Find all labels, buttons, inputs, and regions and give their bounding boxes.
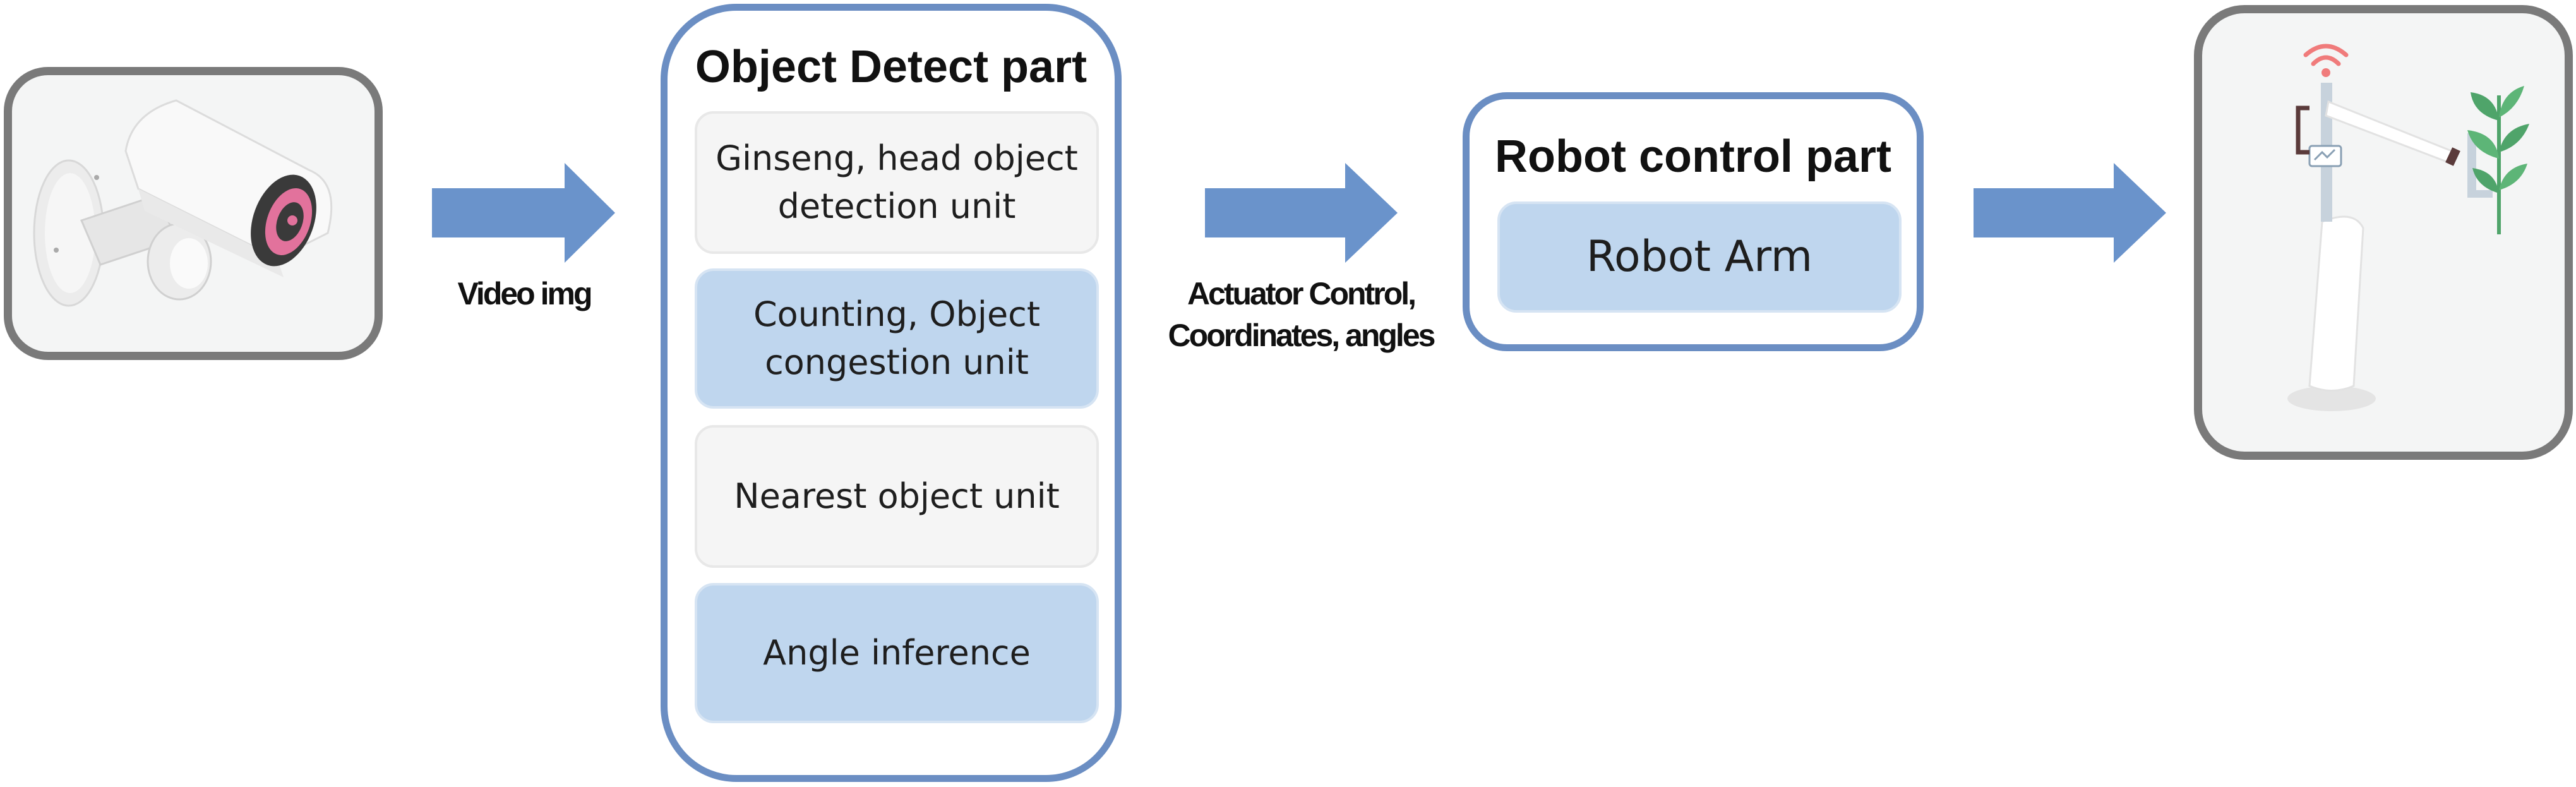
detection-unit-line-2: detection unit: [777, 186, 1016, 226]
output-label: Actuator Control, Coordinates, angles: [1149, 273, 1453, 356]
robot-arm-icon: [2287, 83, 2493, 411]
counting-unit-line-2: congestion unit: [765, 342, 1029, 382]
input-label: Video img: [457, 276, 592, 311]
output-label-line-1: Actuator Control,: [1187, 276, 1417, 311]
detection-unit-line-1: Ginseng, head object: [716, 138, 1078, 178]
robot-arm-unit: Robot Arm: [1497, 201, 1902, 313]
robot-control-panel: Robot control part Robot Arm: [1463, 92, 1924, 351]
detect-panel-title: Object Detect part: [695, 42, 1087, 92]
robot-panel-title: Robot control part: [1495, 131, 1891, 182]
camera-image-card: [4, 67, 383, 360]
nearest-object-unit-label: Nearest object unit: [734, 476, 1060, 516]
angle-inference-unit: Angle inference: [695, 583, 1099, 723]
plant-icon: [2467, 86, 2529, 234]
wifi-icon: [2303, 44, 2349, 77]
output-label-line-2: Coordinates, angles: [1168, 318, 1436, 353]
security-camera-icon: [33, 99, 333, 307]
counting-unit-line-1: Counting, Object: [753, 294, 1041, 334]
robot-arm-unit-label: Robot Arm: [1586, 232, 1813, 282]
arrow-right-icon: [432, 163, 615, 263]
angle-inference-unit-label: Angle inference: [763, 633, 1031, 673]
detection-unit: Ginseng, head object detection unit: [695, 111, 1099, 254]
arrow-right-icon: [1205, 163, 1398, 263]
nearest-object-unit: Nearest object unit: [695, 425, 1099, 568]
robot-arm-image-card: [2194, 5, 2573, 460]
counting-unit: Counting, Object congestion unit: [695, 268, 1099, 409]
object-detect-panel: Object Detect part Ginseng, head object …: [661, 4, 1122, 782]
arrow-right-icon: [1974, 163, 2166, 263]
